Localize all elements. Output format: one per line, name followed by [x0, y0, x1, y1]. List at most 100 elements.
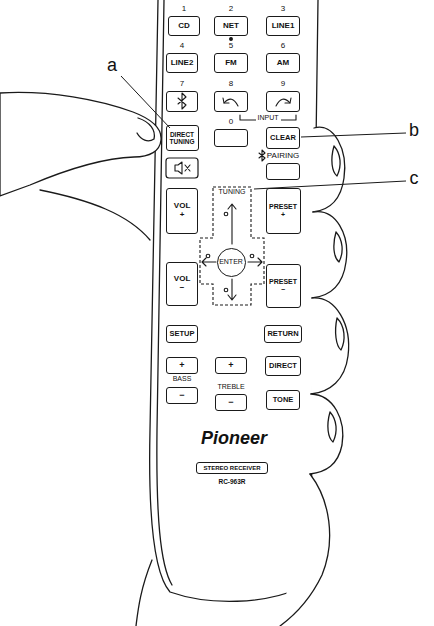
- bass-label: BASS: [173, 375, 192, 383]
- right-arrow: [248, 258, 262, 266]
- button-label: −: [228, 398, 233, 408]
- treble-button: −: [215, 394, 247, 411]
- brand-logo: Pioneer: [201, 429, 267, 449]
- source-button: 3LINE1: [266, 16, 300, 36]
- bluetooth-button: 7: [166, 91, 198, 112]
- volume-button: VOL +: [166, 188, 198, 234]
- button-number: 0: [229, 118, 233, 127]
- button-label: CD: [178, 22, 190, 31]
- button-label: −: [179, 391, 184, 401]
- finger: [310, 394, 343, 474]
- down-arrow: [228, 279, 236, 300]
- button-label: LINE2: [171, 59, 194, 68]
- direct-button: DIRECT: [265, 356, 301, 376]
- fingernail: [334, 232, 342, 262]
- button-number: 6: [281, 42, 285, 51]
- button-label: +: [179, 361, 184, 371]
- finger: [312, 212, 347, 298]
- bass-button: −: [166, 387, 198, 404]
- direct-tuning-button: DIRECT TUNING: [166, 125, 199, 151]
- button-number: 1: [182, 5, 186, 14]
- enter-button: ENTER: [217, 248, 246, 277]
- button-number: 8: [229, 80, 233, 89]
- thumbnail: [137, 118, 154, 141]
- button-label: VOL −: [174, 275, 190, 293]
- preset-button: PRESET −: [266, 264, 301, 308]
- bluetooth-icon: [259, 150, 265, 161]
- button-number: 3: [281, 5, 285, 14]
- palm-line: [136, 560, 152, 626]
- clear-button: CLEAR: [266, 127, 300, 149]
- button-number: PAIRING: [267, 152, 299, 161]
- pairing-button: PAIRING: [266, 163, 300, 180]
- button-label: LINE1: [272, 22, 295, 31]
- input-label: INPUT: [256, 114, 281, 122]
- source-button: 6AM: [266, 53, 300, 73]
- dial-mark: [224, 288, 228, 292]
- button-label: STEREO RECEIVER: [203, 465, 260, 472]
- button-label: ENTER: [219, 258, 243, 266]
- tuning-pad: TUNINGENTER: [199, 186, 265, 306]
- treble-button: +: [215, 357, 247, 374]
- model-badge: STEREO RECEIVER: [196, 462, 268, 474]
- treble-label: TREBLE: [217, 383, 244, 391]
- source-button: 2NET: [214, 16, 248, 36]
- button-label: DIRECT: [269, 362, 297, 370]
- left-arrow: [202, 258, 216, 266]
- fingernail: [328, 412, 336, 442]
- button-label: TONE: [273, 396, 294, 404]
- setup-button: SETUP: [166, 325, 198, 343]
- source-button: 4LINE2: [166, 53, 198, 73]
- button-label: PRESET −: [269, 278, 297, 293]
- source-button: 5FM: [214, 53, 248, 73]
- tuning-outline: [199, 186, 265, 306]
- fingernail: [336, 318, 344, 350]
- thumb: [0, 92, 161, 196]
- fingernail: [332, 146, 340, 176]
- button-label: RETURN: [267, 330, 298, 338]
- preset-button: PRESET +: [266, 188, 301, 234]
- button-label: FM: [225, 59, 237, 68]
- button-label: +: [228, 361, 233, 371]
- model-number: RC-963R: [218, 478, 245, 485]
- callout-letter: b: [409, 121, 419, 141]
- button-number: 7: [180, 80, 184, 89]
- dial-mark: [250, 254, 254, 258]
- tone-button: TONE: [266, 390, 300, 410]
- bass-button: +: [166, 357, 198, 374]
- mute-button: [166, 158, 198, 178]
- palm: [280, 474, 330, 626]
- leader-line: [121, 76, 170, 128]
- button-number: 2: [229, 5, 233, 14]
- source-button: 1CD: [168, 16, 200, 36]
- leader-line: [301, 133, 406, 137]
- callout-letter: c: [410, 169, 419, 189]
- button-label: VOL +: [174, 202, 190, 220]
- arrow-head: [285, 98, 291, 103]
- callout-letter: a: [107, 56, 117, 76]
- dial-mark: [206, 254, 210, 258]
- mute-icon: [175, 162, 190, 174]
- finger: [311, 298, 349, 394]
- dashed-outline: [200, 187, 264, 305]
- remote-body: [150, 0, 318, 601]
- button-label: CLEAR: [270, 134, 296, 142]
- remote-edge: [157, 0, 172, 585]
- number-button: 0: [214, 129, 248, 147]
- fm-dot: [230, 38, 233, 41]
- palm-line: [40, 190, 150, 240]
- bluetooth-icon: [178, 93, 186, 109]
- finger: [313, 127, 345, 212]
- button-label: NET: [223, 22, 239, 31]
- button-number: 9: [281, 80, 285, 89]
- dial-mark: [224, 212, 228, 216]
- arrow-head: [223, 98, 229, 103]
- button-label: DIRECT TUNING: [170, 131, 195, 145]
- button-number: 4: [180, 42, 184, 51]
- button-number: 5: [229, 42, 233, 51]
- return-button: RETURN: [264, 325, 302, 343]
- up-arrow: [228, 204, 236, 244]
- button-label: AM: [277, 59, 289, 68]
